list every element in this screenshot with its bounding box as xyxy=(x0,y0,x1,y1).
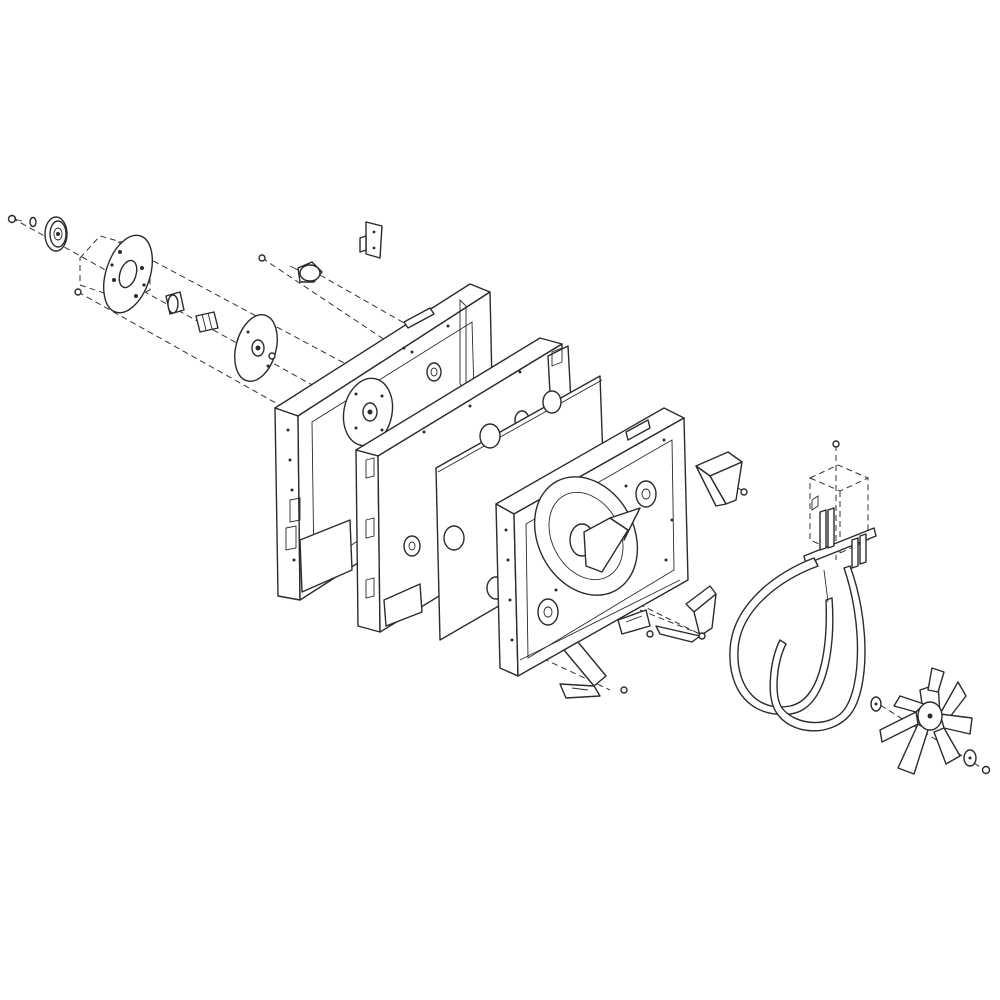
fan-washer xyxy=(870,696,882,712)
screw-top-left xyxy=(7,214,23,224)
pulley xyxy=(44,216,68,252)
fan-shroud xyxy=(533,476,641,596)
fan-hub-plate xyxy=(342,377,394,447)
screw-plate xyxy=(74,288,82,296)
mounting-plate xyxy=(102,234,154,314)
small-bracket xyxy=(359,221,383,259)
mounting-clip-upper-right xyxy=(695,451,748,507)
fan-nut xyxy=(963,749,991,775)
terminal-cover xyxy=(811,495,819,511)
washer-top-left xyxy=(29,216,37,228)
mounting-clip-lower-right xyxy=(655,585,717,643)
fan-blade xyxy=(879,667,973,775)
heating-element xyxy=(729,440,877,732)
mounting-clip-mid xyxy=(617,609,654,638)
bushing xyxy=(165,291,185,315)
mounting-clip-bottom xyxy=(559,641,628,699)
thermostat xyxy=(258,254,323,283)
rear-disc xyxy=(234,314,278,382)
shaft xyxy=(195,311,219,333)
screw-disc xyxy=(268,352,276,360)
